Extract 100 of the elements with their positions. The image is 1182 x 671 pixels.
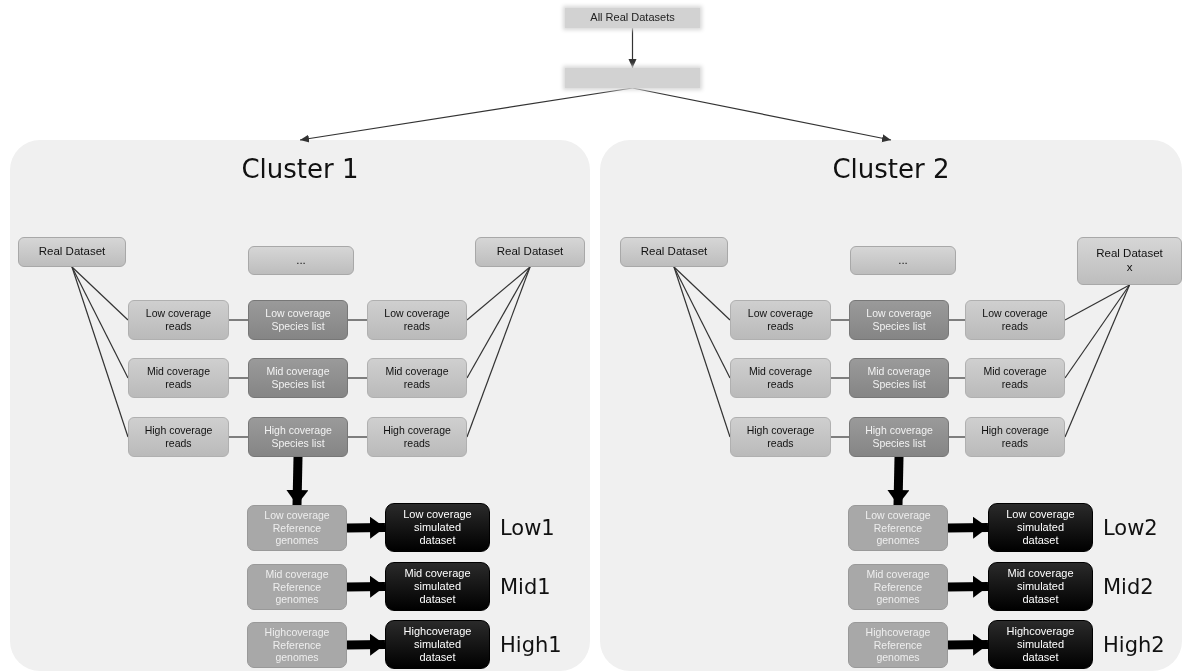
dataset-label: High1 — [500, 634, 562, 655]
dataset-box — [475, 237, 585, 267]
node-text: Low coverage reads — [144, 307, 213, 333]
node-text: High coverage reads — [980, 424, 1050, 450]
dataset-label: High2 — [1103, 634, 1165, 655]
node-text: Highcoverage simulated dataset — [1005, 624, 1076, 665]
node-text: Real Dataset x — [1096, 247, 1163, 275]
dataset-label: Low2 — [1103, 517, 1158, 538]
species-list-box — [849, 300, 949, 340]
node-text: High coverage Species list — [864, 424, 934, 450]
node-text: Mid coverage Reference genomes — [865, 568, 931, 606]
reference-genomes-box — [848, 505, 948, 551]
reference-genomes-box — [247, 505, 347, 551]
node-text: Low coverage simulated dataset — [402, 507, 473, 548]
node-text: Mid coverage reads — [384, 365, 450, 391]
node-text: Mid coverage simulated dataset — [1006, 566, 1075, 607]
species-list-box — [248, 417, 348, 457]
connector-line — [1064, 284, 1131, 438]
reference-genomes-box — [848, 564, 948, 610]
node-text: Mid coverage Reference genomes — [264, 568, 330, 606]
node-text: Mid coverage simulated dataset — [403, 566, 472, 607]
block-arrow — [346, 633, 386, 656]
arrow — [299, 87, 634, 143]
connector-line — [1064, 284, 1131, 379]
reads-box — [367, 417, 467, 457]
reads-box — [730, 300, 831, 340]
node-text: ... — [296, 253, 306, 268]
simulated-dataset-box — [988, 562, 1093, 611]
connector-line — [228, 436, 249, 438]
block-arrow — [947, 575, 989, 598]
node-text: Mid coverage Species list — [265, 365, 331, 391]
dataset-box — [620, 237, 728, 267]
connector-line — [347, 319, 368, 321]
node-text: High coverage Species list — [263, 424, 333, 450]
node-text: Real Dataset — [38, 245, 106, 259]
reads-box — [965, 358, 1065, 398]
species-list-box — [248, 358, 348, 398]
connector-line — [466, 266, 531, 438]
connector-line — [347, 436, 368, 438]
node-text: Low coverage Reference genomes — [263, 509, 331, 547]
node-text: All Real Datasets — [590, 11, 675, 25]
node-text: Real Dataset — [640, 245, 708, 259]
simulated-dataset-box — [988, 620, 1093, 669]
cluster-title: Cluster 1 — [241, 154, 359, 186]
connector-line — [71, 266, 129, 438]
node-text: Real Dataset — [496, 245, 564, 259]
reads-box — [367, 358, 467, 398]
process-box — [565, 8, 700, 28]
node-text: Highcoverage Reference genomes — [263, 626, 331, 664]
node-text: Highcoverage Reference genomes — [864, 626, 932, 664]
connector-line — [830, 319, 850, 321]
dataset-box — [1077, 237, 1182, 285]
reads-box — [730, 358, 831, 398]
node-text: Low coverage reads — [746, 307, 815, 333]
node-text: Highcoverage simulated dataset — [402, 624, 473, 665]
species-list-box — [849, 358, 949, 398]
node-text: Mid coverage reads — [748, 365, 813, 391]
node-text: ... — [898, 253, 908, 268]
cluster-title: Cluster 2 — [832, 154, 950, 186]
species-list-box — [849, 417, 949, 457]
reads-box — [730, 417, 831, 457]
block-arrow — [346, 516, 386, 539]
connector-line — [228, 319, 249, 321]
node-text: Mid coverage reads — [146, 365, 211, 391]
dataset-label: Mid2 — [1103, 576, 1154, 597]
arrow — [631, 87, 892, 143]
reads-box — [128, 300, 229, 340]
reads-box — [965, 300, 1065, 340]
connector-line — [347, 377, 368, 379]
simulated-dataset-box — [385, 562, 490, 611]
reference-genomes-box — [848, 622, 948, 668]
connector-line — [228, 377, 249, 379]
block-arrow — [286, 456, 309, 506]
connector-line — [673, 266, 731, 321]
cluster-panel — [600, 140, 1182, 671]
node-text: Low coverage reads — [383, 307, 451, 333]
dataset-box — [248, 246, 354, 275]
reads-box — [128, 417, 229, 457]
node-text: Low coverage simulated dataset — [1005, 507, 1076, 548]
connector-line — [948, 319, 966, 321]
reads-box — [367, 300, 467, 340]
dataset-label: Mid1 — [500, 576, 551, 597]
block-arrow — [947, 633, 989, 656]
node-text: Mid coverage reads — [982, 365, 1048, 391]
node-text: High coverage reads — [382, 424, 452, 450]
cluster-panel — [10, 140, 590, 671]
block-arrow — [947, 516, 989, 539]
empty-box — [565, 68, 700, 88]
connector-line — [830, 436, 850, 438]
simulated-dataset-box — [988, 503, 1093, 552]
block-arrow — [346, 575, 386, 598]
node-text: High coverage reads — [745, 424, 816, 450]
connector-line — [466, 266, 531, 321]
reference-genomes-box — [247, 564, 347, 610]
connector-line — [71, 266, 129, 321]
node-text: High coverage reads — [143, 424, 214, 450]
node-text: Low coverage Reference genomes — [864, 509, 932, 547]
connector-line — [830, 377, 850, 379]
dataset-box — [850, 246, 956, 275]
connector-line — [466, 266, 531, 379]
